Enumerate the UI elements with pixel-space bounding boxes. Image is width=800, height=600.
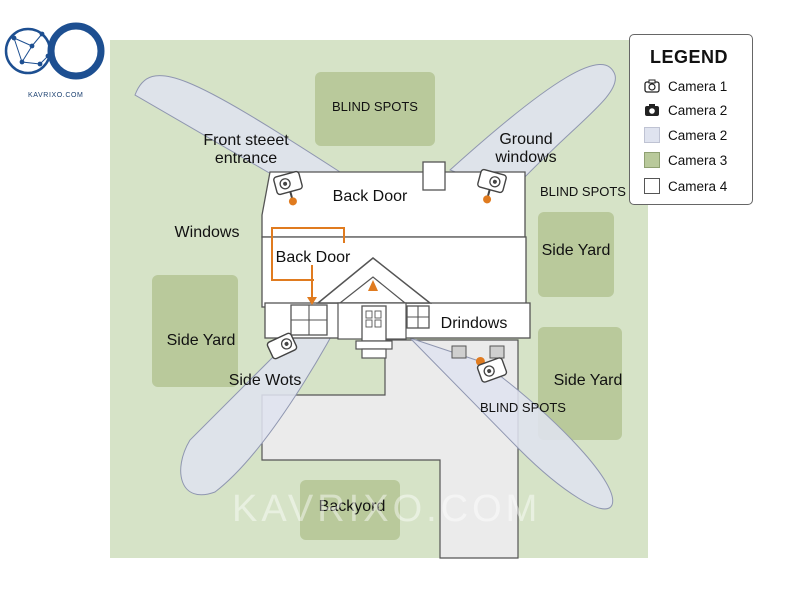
garage-box-1: [451, 345, 467, 359]
chimney: [422, 161, 446, 191]
watermark: KAVRIXO.COM: [232, 488, 542, 530]
house: [261, 161, 531, 359]
kavrixo-logo: [2, 16, 106, 106]
coverage-swatch: [644, 127, 660, 143]
camera-outline-icon: [644, 78, 660, 94]
legend-item-camera-4: Camera 4: [644, 176, 727, 196]
back-door-arrow-head: [307, 297, 317, 305]
garage-box-2: [489, 345, 505, 359]
label-blind-spots-top: BLIND SPOTS: [332, 99, 418, 114]
camera-front-left: [273, 170, 303, 206]
gable-light: [368, 280, 378, 291]
label-ground-windows-line2: windows: [494, 149, 556, 166]
label-windows: Windows: [175, 224, 240, 241]
label-back-door-box: Back Door: [276, 249, 351, 266]
logo-text: KAVRIXO.COM: [28, 92, 84, 99]
label-backyord: Backyord: [319, 498, 386, 515]
zone-swatch: [644, 152, 660, 168]
label-side-wots: Side Wots: [229, 372, 302, 389]
label-ground-windows-line1: Ground: [499, 131, 552, 148]
label-front-street-entrance-line1: Front steeet: [203, 132, 289, 149]
label-blind-spots-right: BLIND SPOTS: [540, 184, 626, 199]
legend-label: Camera 2: [668, 127, 728, 143]
coverage-cone-front-left: [134, 75, 342, 186]
blind-spots-top-zone: [315, 72, 435, 146]
label-side-yard-left: Side Yard: [167, 332, 236, 349]
coverage-cone-driveway: [409, 337, 614, 510]
house-gable-inner: [339, 276, 406, 304]
legend-item-coverage: Camera 2: [644, 125, 727, 145]
legend-label: Camera 4: [668, 178, 728, 194]
house-swatch: [644, 178, 660, 194]
back-door-highlight-outline: [271, 227, 345, 281]
kavrixo-logo-mark: [4, 22, 105, 80]
coverage-cone-front-right: [449, 64, 616, 186]
label-side-yard-right-top: Side Yard: [542, 242, 611, 259]
legend: LEGEND Camera 1 Camera 2 Camera 2 Camera…: [629, 34, 753, 205]
legend-item-camera-2: Camera 2: [644, 100, 727, 120]
label-front-street-entrance-line2: entrance: [215, 150, 277, 167]
legend-title: LEGEND: [650, 47, 729, 67]
camera-coverage-cones: [134, 64, 616, 510]
driveway: [261, 339, 519, 559]
backyord-zone: [300, 480, 400, 540]
legend-label: Camera 3: [668, 152, 728, 168]
side-yard-left-zone: [152, 275, 238, 387]
legend-label: Camera 2: [668, 102, 728, 118]
label-blind-spots-bottom: BLIND SPOTS: [480, 400, 566, 415]
label-drindows: Drindows: [441, 315, 508, 332]
label-side-yard-right-bottom: Side Yard: [554, 372, 623, 389]
legend-label: Camera 1: [668, 78, 728, 94]
front-door: [361, 305, 387, 342]
camera-driveway: [475, 356, 508, 383]
side-yard-right-bottom-zone: [538, 327, 622, 440]
camera-front-right: [477, 168, 507, 204]
camera-side-left: [266, 332, 298, 360]
camera-filled-icon: [644, 102, 660, 118]
window-right: [406, 305, 430, 329]
porch-steps: [355, 340, 393, 350]
window-left: [290, 304, 328, 336]
label-back-door-roof: Back Door: [333, 188, 408, 205]
side-yard-right-top-zone: [538, 212, 614, 297]
porch-steps-lower: [361, 348, 387, 359]
legend-item-camera-1: Camera 1: [644, 76, 727, 96]
legend-item-camera-3: Camera 3: [644, 150, 727, 170]
